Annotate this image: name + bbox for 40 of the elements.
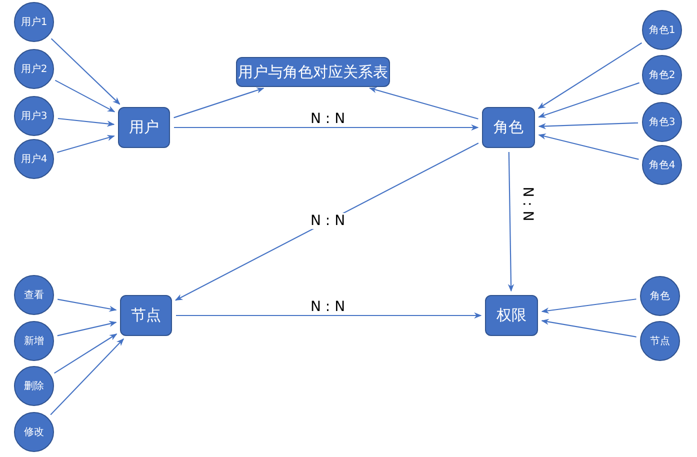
circle-node: 角色 xyxy=(640,276,680,316)
arrow xyxy=(174,142,479,301)
circle-node: 查看 xyxy=(14,275,54,315)
circle-node: 用户4 xyxy=(14,139,54,179)
arrow xyxy=(541,318,636,338)
arrow xyxy=(174,87,264,118)
arrow xyxy=(54,334,118,374)
circle-node: 用户3 xyxy=(14,96,54,136)
arrow xyxy=(541,298,636,314)
arrow xyxy=(58,118,115,127)
arrow xyxy=(54,80,116,112)
arrow xyxy=(538,82,640,118)
circle-node: 角色3 xyxy=(642,102,682,142)
circle-node: 用户2 xyxy=(14,49,54,89)
process-box: 角色 xyxy=(482,107,535,148)
circle-node: 角色2 xyxy=(642,55,682,95)
process-box: 权限 xyxy=(485,295,538,336)
arrow xyxy=(176,312,482,319)
circle-node: 节点 xyxy=(640,321,680,361)
arrow xyxy=(508,152,514,292)
circle-node: 角色1 xyxy=(642,10,682,50)
arrow xyxy=(50,38,120,105)
arrow xyxy=(368,87,478,120)
arrow xyxy=(58,298,117,312)
circle-node: 用户1 xyxy=(14,2,54,42)
arrow xyxy=(538,122,638,130)
arrow xyxy=(56,134,115,153)
circle-node: 删除 xyxy=(14,366,54,406)
arrow xyxy=(174,124,479,131)
arrow xyxy=(57,320,117,336)
arrow xyxy=(50,338,124,416)
process-box: 用户 xyxy=(118,107,170,148)
process-box: 用户与角色对应关系表 xyxy=(236,57,390,87)
circle-node: 修改 xyxy=(14,412,54,452)
circle-node: 新增 xyxy=(14,321,54,361)
process-box: 节点 xyxy=(120,295,172,336)
circle-node: 角色4 xyxy=(642,145,682,185)
arrow xyxy=(538,42,642,109)
edge-label: N : N xyxy=(308,213,348,229)
arrow xyxy=(538,134,639,160)
